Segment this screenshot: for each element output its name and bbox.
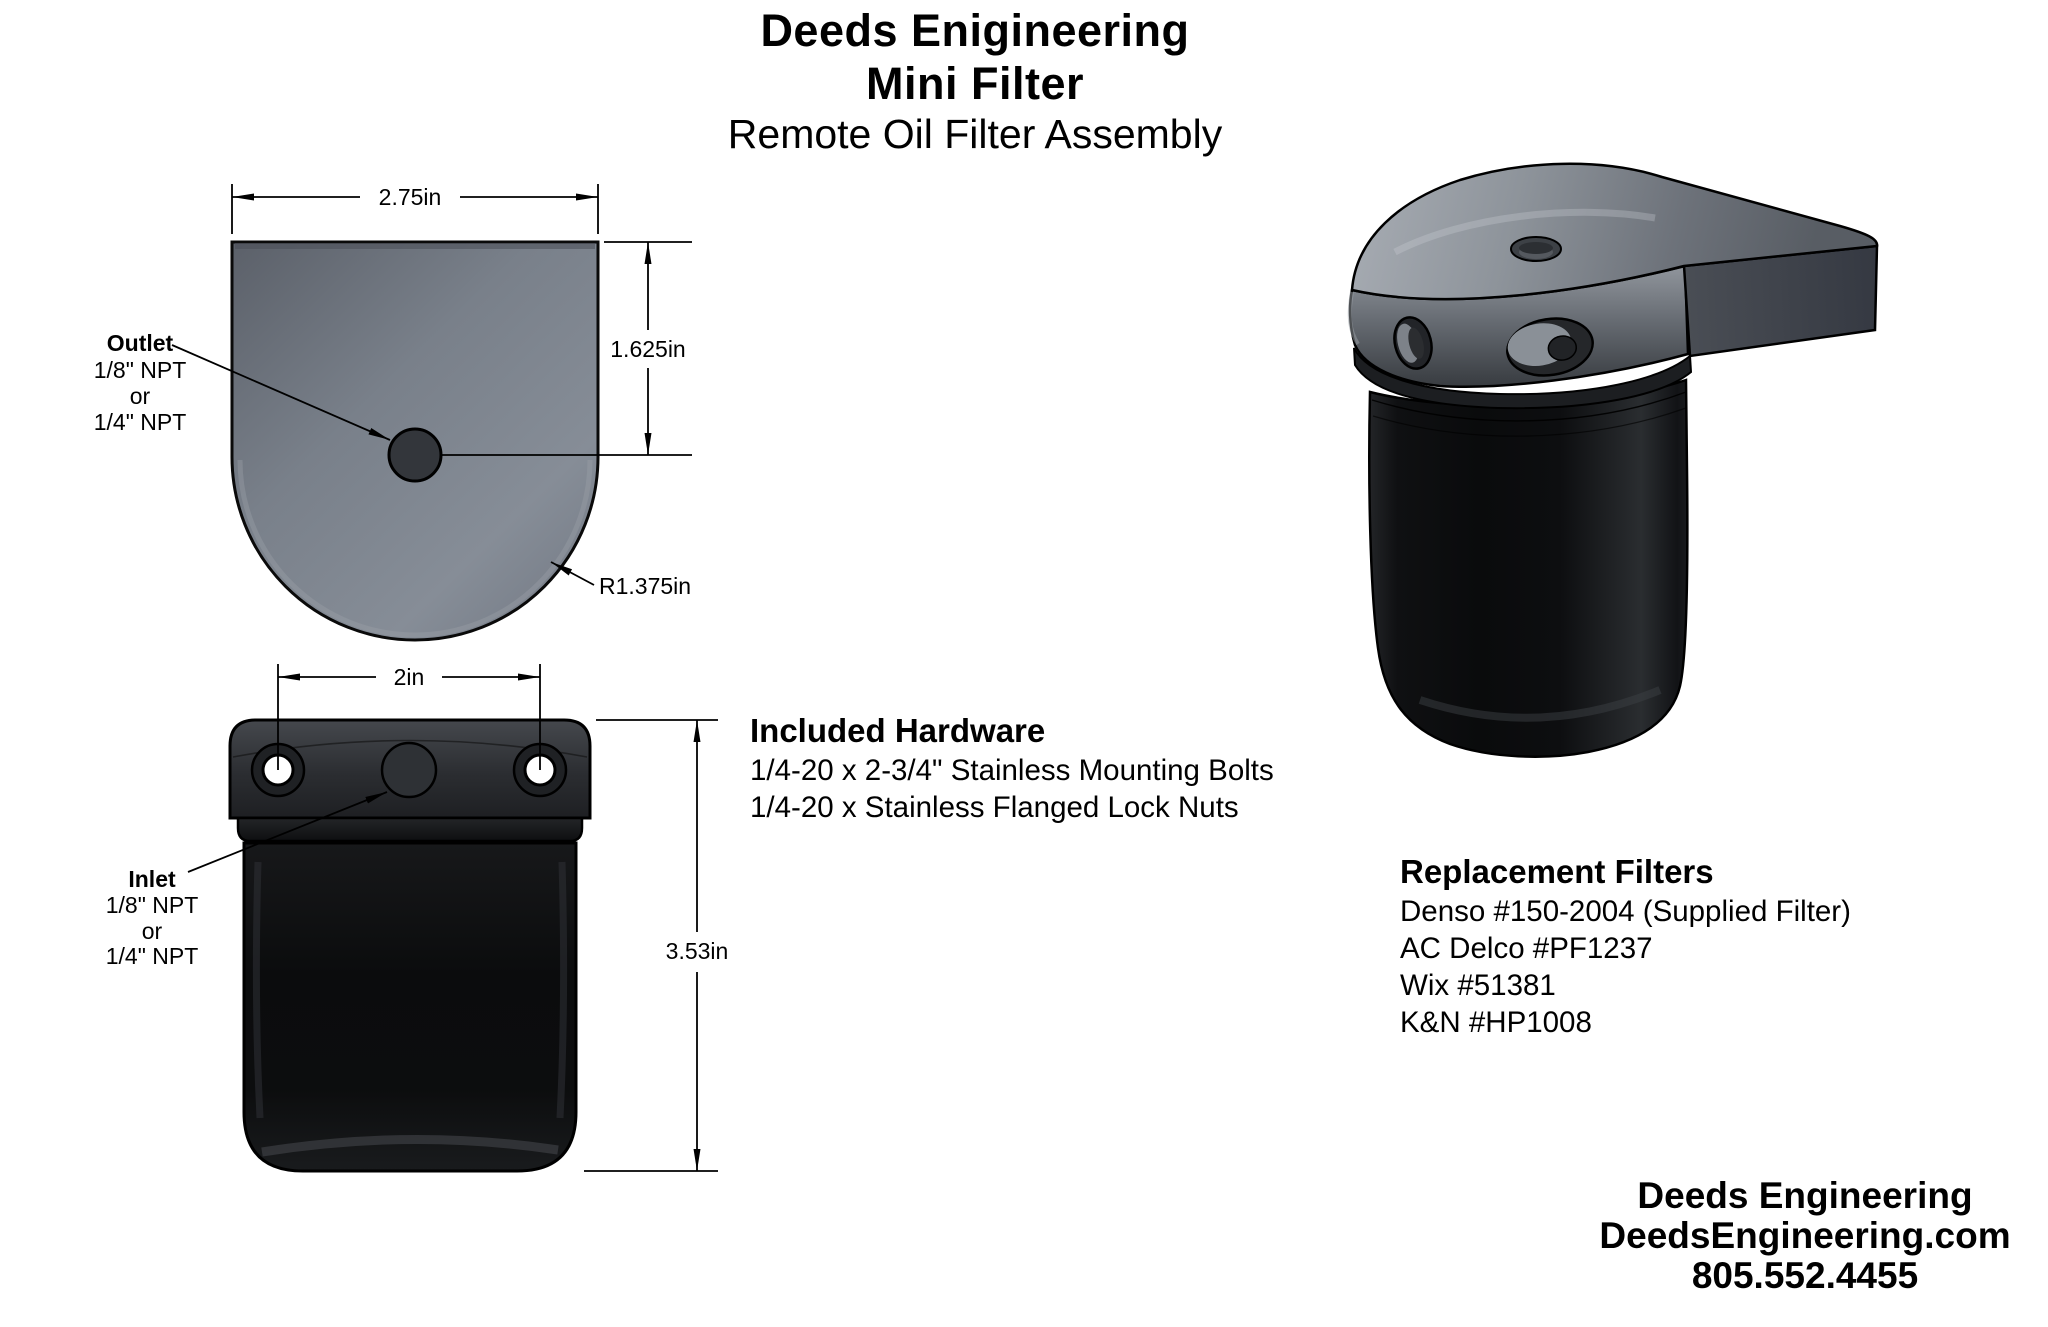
outlet-label-block: Outlet 1/8" NPT or 1/4" NPT bbox=[94, 330, 187, 435]
hardware-item: 1/4-20 x Stainless Flanged Lock Nuts bbox=[750, 791, 1239, 824]
included-hardware-section: Included Hardware 1/4-20 x 2-3/4" Stainl… bbox=[750, 710, 1310, 826]
bracket-side-port-small bbox=[1393, 316, 1433, 370]
hardware-item: 1/4-20 x 2-3/4" Stainless Mounting Bolts bbox=[750, 754, 1274, 787]
dim-overall-height-label: 3.53in bbox=[666, 938, 729, 964]
inlet-hole bbox=[380, 741, 438, 799]
replacement-filters-section: Replacement Filters Denso #150-2004 (Sup… bbox=[1400, 851, 1920, 1041]
footer-company-name: Deeds Engineering bbox=[1637, 1175, 1973, 1216]
dimension-width-2-75 bbox=[231, 184, 599, 234]
filter-body-right-highlight bbox=[556, 861, 568, 1119]
dim-bolt-spacing-label: 2in bbox=[394, 664, 425, 690]
outlet-size-or: or bbox=[130, 383, 151, 409]
isometric-render-svg bbox=[1347, 162, 1879, 758]
inlet-size-1: 1/8" NPT bbox=[106, 892, 199, 918]
dimension-height-1-625 bbox=[441, 241, 692, 456]
footer-website: DeedsEngineering.com bbox=[1599, 1215, 2011, 1256]
filter-assembly-3d bbox=[1347, 162, 1879, 758]
canister-groove-line-1 bbox=[1371, 391, 1687, 422]
footer-phone: 805.552.4455 bbox=[1691, 1255, 1919, 1296]
radius-leader-line bbox=[550, 561, 595, 586]
dim-width-label: 2.75in bbox=[379, 184, 442, 210]
plate-reflection-streak bbox=[1393, 208, 1656, 256]
footer-contact-block: Deeds Engineering DeedsEngineering.com 8… bbox=[1545, 1176, 2048, 1296]
top-view-drawing: 2.75in 1.625in R1.375in Outlet 1/8" NPT … bbox=[94, 184, 692, 642]
canister-bottom-highlight bbox=[1418, 686, 1662, 722]
bracket-top-plate-3d bbox=[1350, 162, 1879, 301]
inlet-label: Inlet bbox=[128, 866, 176, 892]
filter-body-bottom-highlight bbox=[261, 1135, 559, 1157]
filter-item: Denso #150-2004 (Supplied Filter) bbox=[1400, 895, 1851, 928]
outlet-hole bbox=[387, 427, 443, 483]
filter-body-front bbox=[242, 841, 578, 1173]
bracket-top-hole-bore bbox=[1519, 242, 1553, 254]
cap-lip-3d bbox=[1353, 347, 1693, 410]
top-view-rim-highlight bbox=[237, 459, 593, 638]
dim-height-label: 1.625in bbox=[610, 336, 685, 362]
outlet-size-1: 1/8" NPT bbox=[94, 357, 187, 383]
radius-label: R1.375in bbox=[599, 573, 691, 599]
bracket-side-port-large bbox=[1506, 317, 1594, 377]
filter-body-left-highlight bbox=[252, 861, 264, 1119]
outlet-size-2: 1/4" NPT bbox=[94, 409, 187, 435]
replacement-filters-heading: Replacement Filters bbox=[1400, 853, 1714, 890]
outlet-leader-line bbox=[171, 344, 391, 441]
dimension-overall-height-3-53 bbox=[584, 719, 718, 1172]
canister-groove-line-2 bbox=[1372, 407, 1687, 437]
inlet-leader-line bbox=[187, 791, 388, 873]
filter-item: AC Delco #PF1237 bbox=[1400, 932, 1653, 965]
front-neck-ring bbox=[236, 816, 584, 843]
title-line-company: Deeds Enigineering bbox=[760, 5, 1190, 56]
dimension-bolt-spacing-2in bbox=[277, 664, 541, 770]
title-block: Deeds Enigineering Mini Filter Remote Oi… bbox=[275, 4, 1675, 159]
filter-item: K&N #HP1008 bbox=[1400, 1006, 1592, 1039]
orthographic-drawings-svg: 2.75in 1.625in R1.375in Outlet 1/8" NPT … bbox=[94, 184, 729, 1173]
inlet-size-or: or bbox=[142, 918, 163, 944]
title-line-product: Mini Filter bbox=[866, 58, 1084, 110]
front-view-drawing: 2in 3.53in Inlet 1/8" NPT or 1/4" NPT bbox=[106, 664, 729, 1173]
included-hardware-heading: Included Hardware bbox=[750, 712, 1046, 749]
title-line-subtitle: Remote Oil Filter Assembly bbox=[727, 111, 1223, 158]
outlet-label: Outlet bbox=[107, 330, 174, 356]
filter-item: Wix #51381 bbox=[1400, 969, 1556, 1002]
skirt-edge-highlight bbox=[1347, 291, 1360, 346]
inlet-label-block: Inlet 1/8" NPT or 1/4" NPT bbox=[106, 866, 199, 969]
inlet-size-2: 1/4" NPT bbox=[106, 943, 199, 969]
